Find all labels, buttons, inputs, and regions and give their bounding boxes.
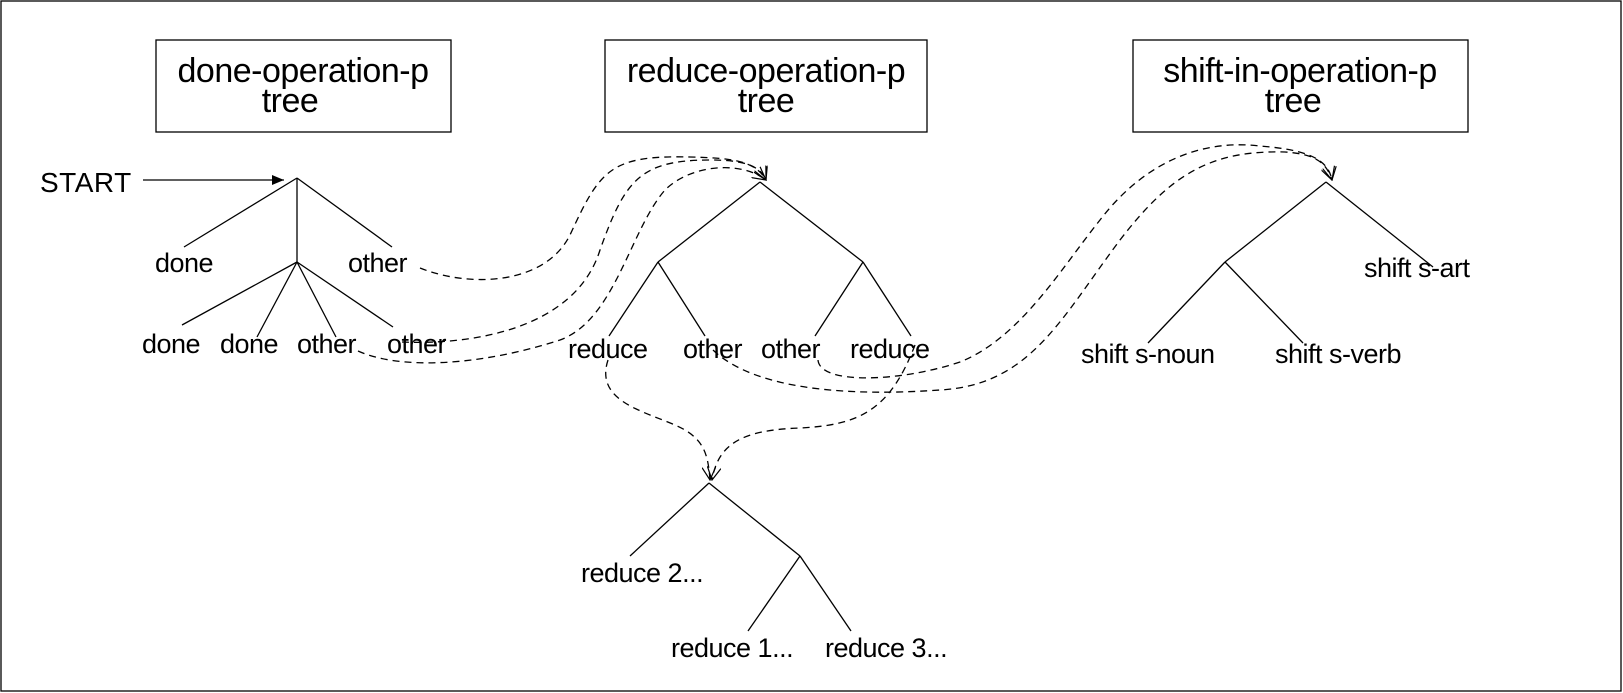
- done-tree: done other done done other other: [142, 177, 447, 359]
- arrow-done-sub-other-right-to-reduce-tree: [401, 159, 766, 343]
- arrow-reduce-right-to-subtree: [712, 344, 916, 480]
- reduce-tree-leaf-other-2: other: [761, 334, 821, 364]
- shift-tree: shift s-art shift s-noun shift s-verb: [1081, 181, 1471, 369]
- done-tree-title-box: done-operation-p tree: [155, 39, 452, 133]
- done-tree-leaf-done: done: [155, 248, 213, 278]
- arrow-done-other-to-reduce-tree: [419, 156, 766, 281]
- reduce-sub-tree: reduce 2... reduce 1... reduce 3...: [581, 482, 948, 663]
- done-subtree-leaf-other-2: other: [387, 329, 447, 359]
- shift-tree-title-line1: shift-in-operation-p: [1163, 52, 1436, 90]
- arrow-done-sub-other-left-to-reduce-tree: [357, 168, 766, 364]
- transition-arrows: [357, 144, 1332, 480]
- start-label: START: [40, 167, 132, 198]
- shift-tree-leaf-shift-s-art: shift s-art: [1364, 253, 1471, 283]
- reduce-tree: reduce other other reduce: [568, 181, 930, 364]
- shift-tree-title-line2: tree: [1265, 82, 1322, 120]
- arrow-reduce-left-to-subtree: [605, 359, 710, 480]
- done-tree-title-line2: tree: [262, 82, 319, 120]
- done-subtree-leaf-other-1: other: [297, 329, 357, 359]
- shift-tree-leaf-shift-s-noun: shift s-noun: [1081, 339, 1215, 369]
- done-subtree-leaf-done-1: done: [142, 329, 200, 359]
- reduce-tree-title-line2: tree: [738, 82, 795, 120]
- reduce-sub-leaf-reduce-1: reduce 1...: [671, 633, 793, 663]
- reduce-sub-leaf-reduce-2: reduce 2...: [581, 558, 703, 588]
- shift-tree-leaf-shift-s-verb: shift s-verb: [1275, 339, 1401, 369]
- shift-tree-title-box: shift-in-operation-p tree: [1132, 39, 1469, 133]
- done-tree-title-line1: done-operation-p: [178, 52, 429, 90]
- reduce-tree-title-box: reduce-operation-p tree: [604, 39, 928, 133]
- reduce-tree-title-line1: reduce-operation-p: [627, 52, 905, 90]
- done-subtree-leaf-done-2: done: [220, 329, 278, 359]
- reduce-tree-leaf-other-1: other: [683, 334, 743, 364]
- arrow-reduce-other-right-to-shift-tree: [817, 144, 1332, 379]
- reduce-sub-leaf-reduce-3: reduce 3...: [825, 633, 947, 663]
- arrow-reduce-other-left-to-shift-tree: [712, 151, 1332, 393]
- reduce-tree-leaf-reduce-1: reduce: [568, 334, 648, 364]
- done-tree-leaf-other: other: [348, 248, 408, 278]
- reduce-tree-leaf-reduce-2: reduce: [850, 334, 930, 364]
